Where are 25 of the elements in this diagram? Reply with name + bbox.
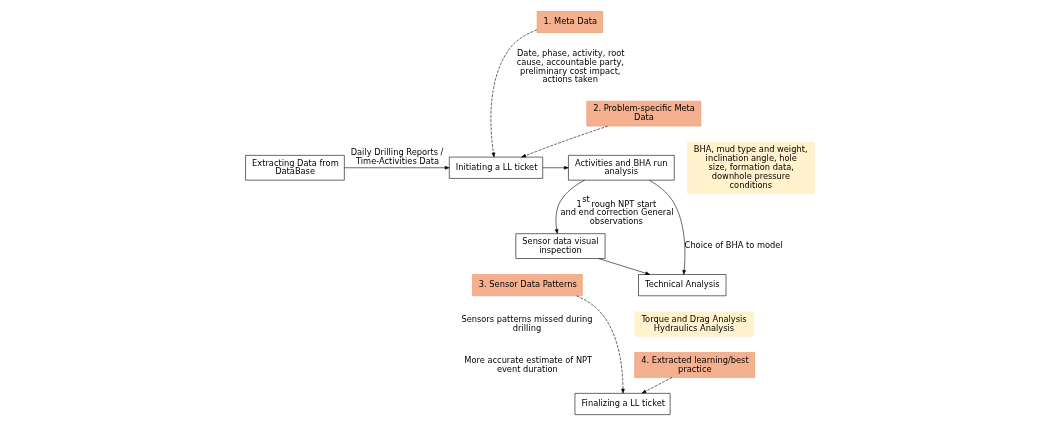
- edge-label: Daily Drilling Reports / Time-Activities Data: [350, 146, 443, 166]
- node-box: BHA, mud type and weight, inclination angle, hole size, formation data, downhole pressure conditions: [686, 141, 815, 194]
- node-box: 2. Problem-specific Meta Data: [585, 100, 701, 126]
- arrow: [541, 165, 569, 169]
- arrow: [490, 29, 537, 157]
- node-box: Sensor data visual inspection: [515, 232, 605, 259]
- arrow: [554, 179, 585, 234]
- node-box: Finalizing a LL ticket: [574, 392, 670, 415]
- node-label: Date, phase, activity, root cause, accountable party, preliminary cost impact, actions taken: [516, 47, 625, 84]
- arrow: [343, 165, 449, 169]
- node-box: Activities and BHA run analysis: [567, 154, 675, 180]
- node-box: Initiating a LL ticket: [448, 156, 543, 179]
- node-box: 4. Extracted learning/best practice: [633, 351, 755, 378]
- node-box: Extracting Data from DataBase: [244, 154, 345, 180]
- node-label: Sensors patterns missed during drilling: [460, 313, 593, 333]
- arrow: [520, 125, 608, 157]
- arrow: [597, 257, 650, 275]
- edge-label: Choice of BHA to model: [684, 239, 783, 250]
- node-box: Torque and Drag Analysis Hydraulics Analysis: [634, 310, 753, 337]
- node-box: 1. Meta Data: [536, 10, 603, 33]
- node-label: More accurate estimate of NPT event duration: [463, 354, 592, 374]
- arrow: [641, 376, 672, 394]
- arrow: [648, 179, 686, 275]
- node-box: 3. Sensor Data Patterns: [471, 273, 583, 296]
- arrow: [575, 295, 625, 393]
